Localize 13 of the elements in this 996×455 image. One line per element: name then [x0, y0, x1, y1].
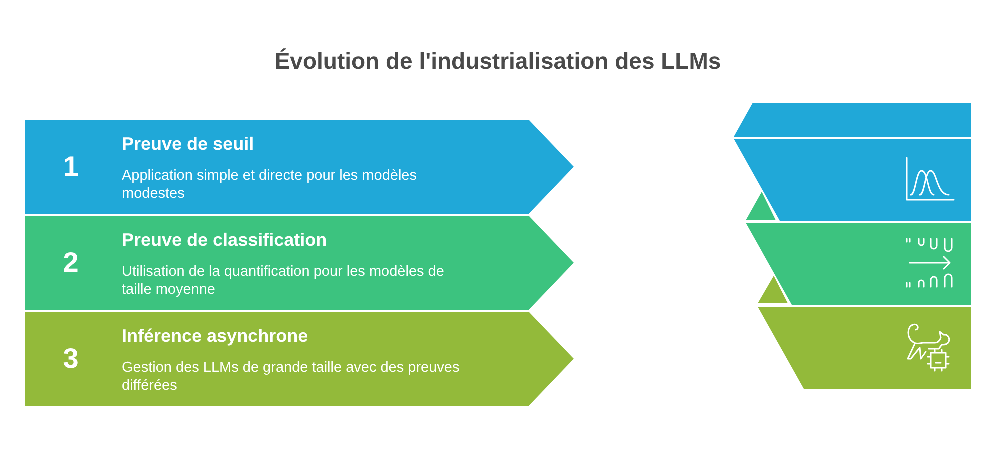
step-heading: Inférence asynchrone: [122, 325, 308, 347]
step-description: Utilisation de la quantification pour les modèles de taille moyenne: [122, 263, 446, 299]
step-number: 2: [63, 247, 79, 279]
chevron-banner: [25, 216, 574, 310]
step-number: 3: [63, 343, 79, 375]
diagram-title: Évolution de l'industrialisation des LLMs: [274, 47, 722, 76]
chevron-banner: [25, 312, 574, 406]
step-number: 1: [63, 151, 79, 183]
step-heading: Preuve de seuil: [122, 133, 254, 155]
chevron-banner: [25, 120, 574, 214]
step-heading: Preuve de classification: [122, 229, 328, 251]
step-description: Application simple et directe pour les modèles modestes: [122, 167, 418, 203]
step-description: Gestion des LLMs de grande taille avec des preuves différées: [122, 359, 461, 395]
